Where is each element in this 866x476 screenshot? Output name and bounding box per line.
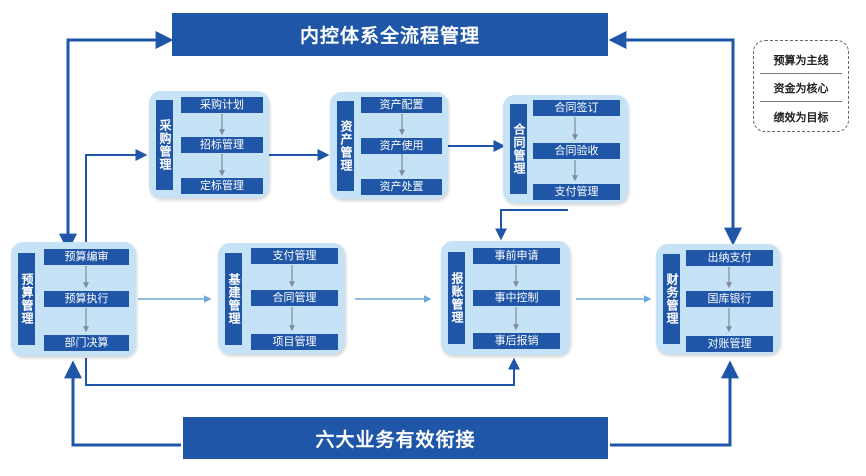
- group-construction: 基建管理 支付管理 合同管理 项目管理: [218, 243, 345, 354]
- group-construction-label: 基建管理: [225, 253, 242, 345]
- legend-box: 预算为主线 资金为核心 绩效为目标: [753, 40, 849, 132]
- legend-item-budget: 预算为主线: [773, 54, 829, 67]
- arrow-bottom-right: [610, 360, 739, 447]
- legend-divider: [760, 101, 842, 102]
- process-step-payment: 支付管理: [251, 248, 338, 264]
- process-step-budget-review: 预算编审: [44, 249, 129, 265]
- arrow-budget-to-procurement: [85, 149, 148, 248]
- group-finance: 财务管理 出纳支付 国库银行 对账管理: [656, 244, 780, 354]
- process-step-contract: 合同管理: [251, 290, 338, 306]
- legend-divider: [760, 73, 842, 74]
- process-step-budget-execution: 预算执行: [44, 291, 129, 307]
- process-step-procurement-plan: 采购计划: [181, 97, 263, 113]
- legend-item-performance: 绩效为目标: [773, 111, 829, 124]
- process-step-cashier-payment: 出纳支付: [686, 250, 773, 266]
- process-step-final-accounts: 部门决算: [44, 335, 129, 351]
- arrow-budget-to-reimbursement-bottom: [85, 357, 520, 386]
- group-procurement: 采购管理 采购计划 招标管理 定标管理: [149, 91, 269, 198]
- arrow-top-left: [59, 31, 174, 252]
- process-step-award: 定标管理: [181, 178, 263, 194]
- process-step-post-reimbursement: 事后报销: [473, 333, 560, 349]
- process-step-payment-management: 支付管理: [533, 184, 620, 200]
- group-assets-label: 资产管理: [337, 101, 354, 191]
- group-contract-label: 合同管理: [510, 104, 527, 194]
- process-step-treasury-bank: 国库银行: [686, 291, 773, 307]
- arrow-contract-to-reimbursement: [495, 209, 568, 241]
- process-step-contract-signing: 合同签订: [533, 100, 620, 116]
- process-step-asset-use: 资产使用: [361, 138, 442, 154]
- group-assets: 资产管理 资产配置 资产使用 资产处置: [330, 92, 448, 199]
- bottom-banner: 六大业务有效衔接: [183, 417, 608, 459]
- group-procurement-label: 采购管理: [156, 100, 173, 190]
- arrow-bottom-left: [64, 360, 181, 447]
- group-budget: 预算管理 预算编审 预算执行 部门决算: [11, 242, 136, 356]
- arrow-top-right: [608, 31, 742, 246]
- process-step-project: 项目管理: [251, 334, 338, 350]
- process-step-asset-disposal: 资产处置: [361, 179, 442, 195]
- group-contract: 合同管理 合同签订 合同验收 支付管理: [503, 95, 628, 203]
- process-step-asset-allocation: 资产配置: [361, 97, 442, 113]
- process-step-contract-acceptance: 合同验收: [533, 143, 620, 159]
- process-step-bidding: 招标管理: [181, 137, 263, 153]
- group-budget-label: 预算管理: [18, 253, 35, 345]
- group-finance-label: 财务管理: [663, 254, 680, 344]
- process-step-pre-application: 事前申请: [473, 248, 560, 264]
- group-reimbursement: 报账管理 事前申请 事中控制 事后报销: [441, 241, 570, 355]
- group-reimbursement-label: 报账管理: [448, 252, 465, 344]
- title-banner: 内控体系全流程管理: [172, 13, 608, 56]
- process-step-reconciliation: 对账管理: [686, 336, 773, 352]
- legend-item-funds: 资金为核心: [773, 82, 829, 95]
- process-step-in-process-control: 事中控制: [473, 290, 560, 306]
